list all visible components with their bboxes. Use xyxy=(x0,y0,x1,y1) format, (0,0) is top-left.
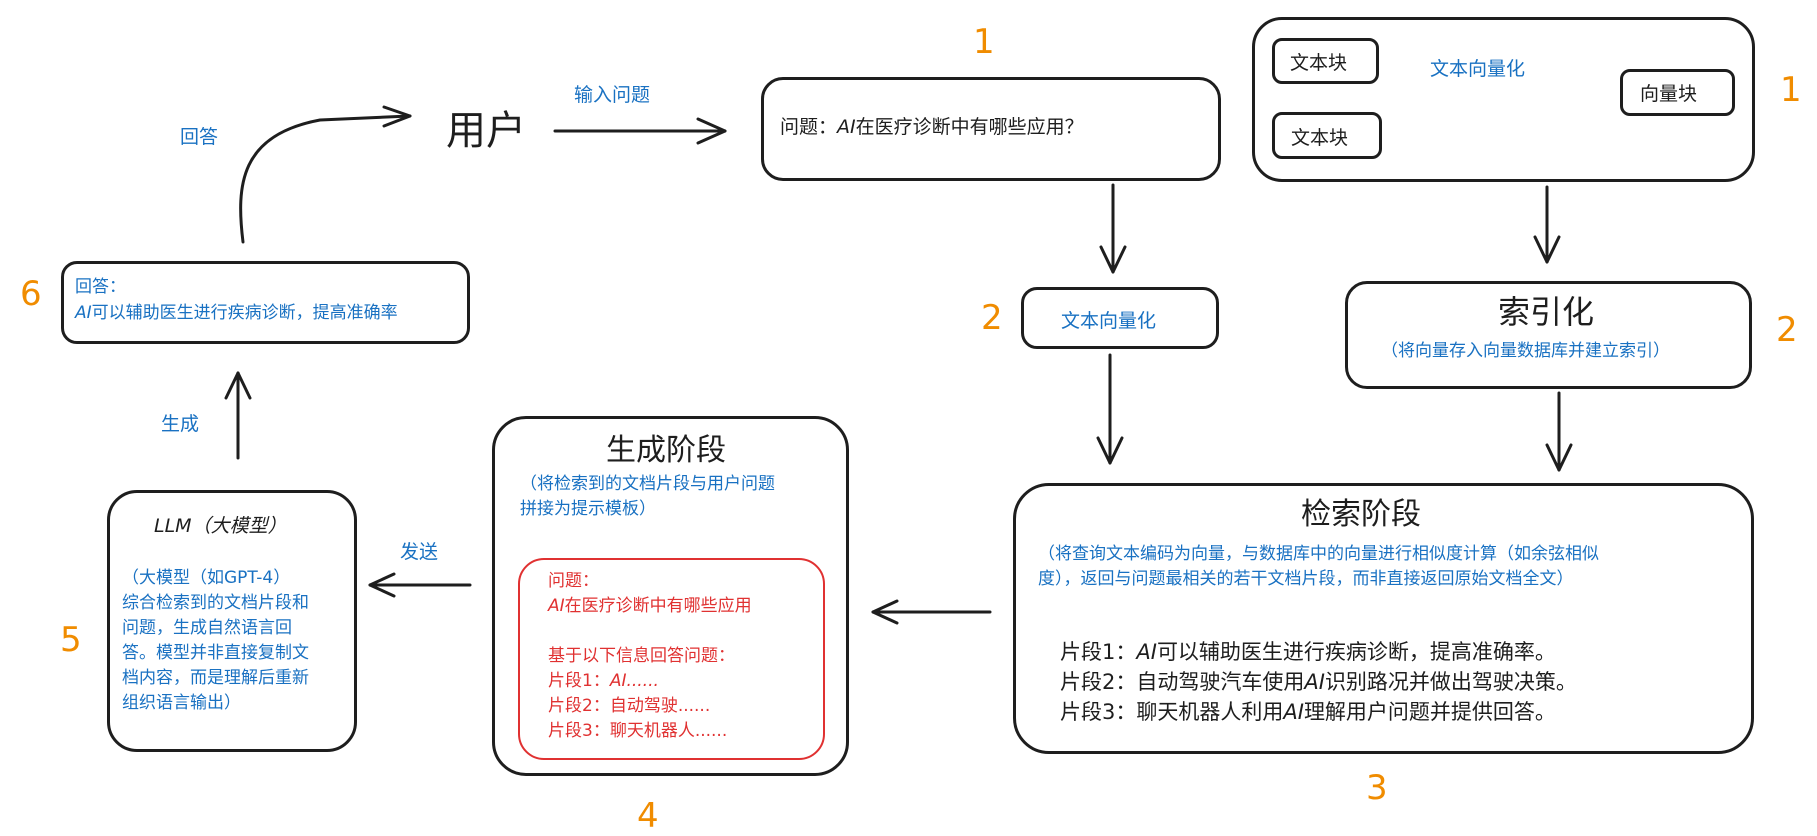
fragment-2-prefix: 片段2：自动驾驶汽车使用 xyxy=(1060,670,1305,694)
fragment-1-prefix: 片段1： xyxy=(1060,640,1137,664)
question-prefix: 问题： xyxy=(780,116,838,138)
index-desc: （将向量存入向量数据库并建立索引） xyxy=(1381,341,1670,361)
fragment-2-ai: AI xyxy=(1304,670,1325,694)
retrieval-desc-line1: （将查询文本编码为向量，与数据库中的向量进行相似度计算（如余弦相似 xyxy=(1038,544,1599,564)
prompt-question-rest: 在医疗诊断中有哪些应用 xyxy=(564,596,752,616)
prompt-template-box xyxy=(518,558,825,760)
step-label-llm: 5 xyxy=(60,620,82,660)
fragment-1-ai: AI xyxy=(1136,640,1157,664)
retrieval-desc-line2: 度），返回与问题最相关的若干文档片段，而非直接返回原始文档全文） xyxy=(1038,569,1574,589)
indexing-arrow-label: 文本向量化 xyxy=(1430,58,1526,80)
index-box xyxy=(1345,281,1752,389)
llm-title: LLM（大模型） xyxy=(154,515,287,537)
llm-line-5: 档内容，而是理解后重新 xyxy=(122,668,309,688)
vector-chunk xyxy=(1620,69,1735,116)
llm-box xyxy=(107,490,357,752)
user-label: 用户 xyxy=(446,108,526,154)
answer-label: 回答： xyxy=(75,277,126,297)
generation-box xyxy=(492,416,849,776)
retrieval-title: 检索阶段 xyxy=(1301,497,1421,532)
prompt-fragment-1: 片段1：AI...... xyxy=(548,669,659,693)
fragment-3-prefix: 片段3：聊天机器人利用 xyxy=(1060,700,1284,724)
answer-ai: AI xyxy=(75,303,92,323)
llm-line-1: （大模型（如GPT-4） xyxy=(122,568,291,588)
prompt-fragment-1-ai: AI...... xyxy=(609,671,659,691)
step-label-retrieval: 3 xyxy=(1366,768,1388,808)
index-title: 索引化 xyxy=(1498,293,1595,331)
step-label-answer: 6 xyxy=(20,274,42,314)
step-label-generation: 4 xyxy=(637,796,659,836)
retrieval-fragment-3: 片段3：聊天机器人利用AI理解用户问题并提供回答。 xyxy=(1060,696,1556,726)
answer-rest: 可以辅助医生进行疾病诊断，提高准确率 xyxy=(91,303,398,323)
step-label-vectorize: 2 xyxy=(981,298,1003,338)
edge-send: 发送 xyxy=(400,541,439,563)
fragment-1-rest: 可以辅助医生进行疾病诊断，提高准确率。 xyxy=(1156,640,1556,664)
prompt-question: AI在医疗诊断中有哪些应用 xyxy=(548,594,752,618)
vectorize-box xyxy=(1021,287,1219,349)
prompt-question-label: 问题： xyxy=(548,571,599,591)
text-chunk-2-label: 文本块 xyxy=(1291,127,1349,149)
llm-line-3: 问题，生成自然语言回 xyxy=(122,618,292,638)
retrieval-fragment-2: 片段2：自动驾驶汽车使用AI识别路况并做出驾驶决策。 xyxy=(1060,666,1577,696)
text-chunk-2 xyxy=(1272,112,1382,159)
prompt-question-ai: AI xyxy=(548,596,565,616)
generation-desc-line2: 拼接为提示模板） xyxy=(520,499,656,519)
edge-generate: 生成 xyxy=(161,413,200,435)
edge-input-question: 输入问题 xyxy=(574,84,651,106)
generation-desc-line1: （将检索到的文档片段与用户问题 xyxy=(520,474,775,494)
prompt-instruction: 基于以下信息回答问题： xyxy=(548,646,735,666)
answer-text: AI可以辅助医生进行疾病诊断，提高准确率 xyxy=(75,301,398,325)
llm-line-6: 组织语言输出） xyxy=(122,693,241,713)
llm-line-2: 综合检索到的文档片段和 xyxy=(122,593,309,613)
answer-box xyxy=(61,261,470,344)
fragment-3-rest: 理解用户问题并提供回答。 xyxy=(1303,700,1556,724)
question-text: 问题：AI在医疗诊断中有哪些应用？ xyxy=(780,112,1084,139)
question-ai: AI xyxy=(837,116,856,138)
step-label-question: 1 xyxy=(973,22,995,62)
llm-line-4: 答。模型并非直接复制文 xyxy=(122,643,309,663)
prompt-fragment-2: 片段2：自动驾驶...... xyxy=(548,696,711,716)
step-label-index: 2 xyxy=(1776,310,1798,350)
prompt-fragment-1-prefix: 片段1： xyxy=(548,671,610,691)
step-label-indexing: 1 xyxy=(1780,70,1802,110)
fragment-3-ai: AI xyxy=(1283,700,1304,724)
question-rest: 在医疗诊断中有哪些应用？ xyxy=(855,116,1084,138)
prompt-fragment-3: 片段3：聊天机器人...... xyxy=(548,721,728,741)
edge-answer: 回答 xyxy=(180,126,219,148)
vector-chunk-label: 向量块 xyxy=(1640,83,1698,105)
vectorize-label: 文本向量化 xyxy=(1061,310,1157,332)
arrow-answer-to-user xyxy=(239,114,412,244)
fragment-2-rest: 识别路况并做出驾驶决策。 xyxy=(1324,670,1577,694)
retrieval-fragment-1: 片段1：AI可以辅助医生进行疾病诊断，提高准确率。 xyxy=(1060,636,1556,666)
generation-title: 生成阶段 xyxy=(606,433,726,468)
retrieval-box xyxy=(1013,483,1754,754)
text-chunk-1 xyxy=(1272,38,1379,84)
question-box xyxy=(761,77,1221,181)
text-chunk-1-label: 文本块 xyxy=(1290,52,1348,74)
